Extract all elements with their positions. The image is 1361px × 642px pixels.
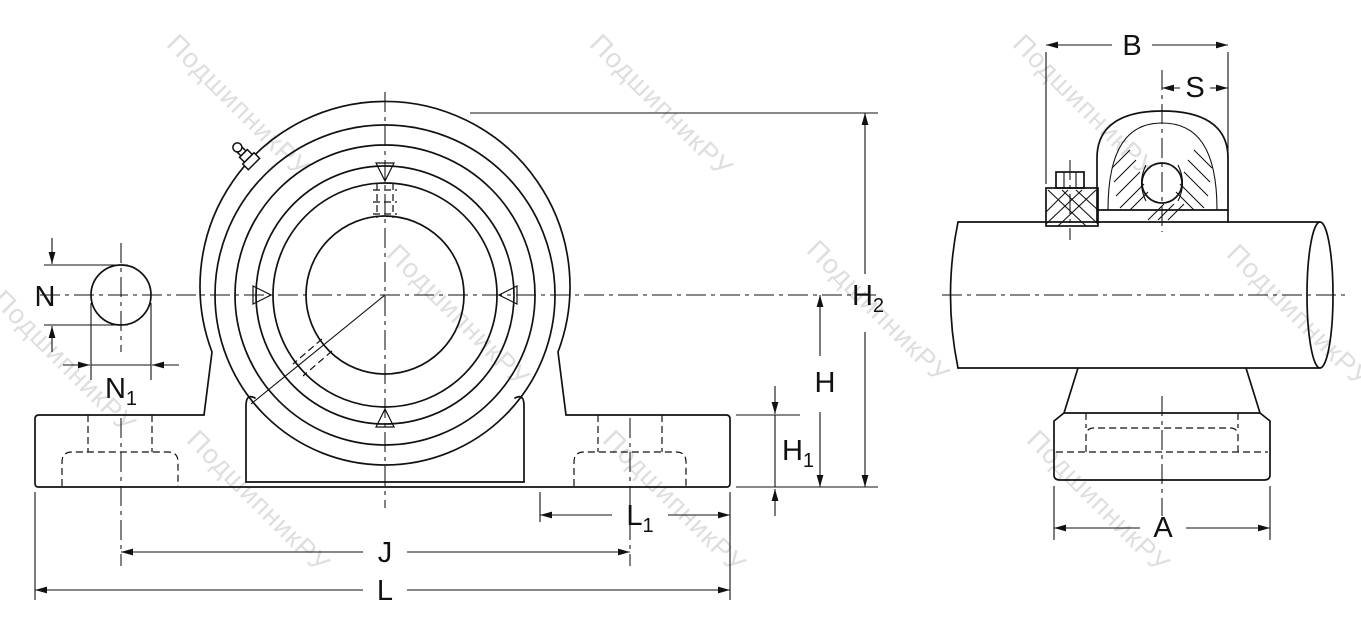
grease-nipple-icon [232,142,261,171]
dimension-H2: H2 [470,112,884,488]
housing-outline [34,100,731,488]
outer-ring-hatch-left [1111,149,1149,211]
dimension-N: N [35,238,128,352]
watermark-text: ПодшипникРУ [597,424,751,578]
watermark-text: ПодшипникРУ [1021,424,1175,578]
watermark-text: ПодшипникРУ [584,28,738,182]
label-B: B [1122,30,1141,62]
base-outline-side [1053,412,1271,481]
dimension-H1: H1 [736,386,814,516]
dimension-B: B [1045,30,1229,206]
cage-arc-right [1177,164,1184,202]
dimension-N1: N1 [63,303,179,410]
left-bolt-slot [61,415,179,486]
dimension-L1: L1 [539,492,730,537]
dimension-J: J [121,537,630,569]
watermark-text: ПодшипникРУ [161,28,315,182]
label-H2: H2 [852,280,884,317]
label-H: H [815,367,836,399]
pedestal-slant-left [1063,367,1079,414]
dimension-S: S [1162,72,1228,104]
lube-groove-marks [252,162,518,428]
watermark-text: ПодшипникРУ [181,424,335,578]
label-H1: H1 [782,435,814,472]
setscrew-hole-diagonal [250,294,386,405]
setscrew-hole-top [373,183,397,218]
label-N: N [35,281,56,313]
label-N1: N1 [105,373,137,410]
side-view [942,70,1348,516]
label-S: S [1185,72,1204,104]
inner-ring-hatch [1147,203,1185,221]
label-J: J [378,537,393,569]
pedestal-slant-right [1245,367,1261,414]
cage-arc-left [1140,164,1147,202]
front-view [34,92,878,566]
right-bolt-slot [573,415,687,486]
dimension-A: A [1053,486,1271,544]
label-L: L [377,575,393,607]
dimension-L: L [34,492,731,607]
base-hidden-lines [1056,413,1268,453]
dimension-H: H [815,295,836,487]
locking-collar [1045,160,1099,240]
label-L1: L1 [626,500,653,537]
label-A: A [1153,512,1173,544]
outer-ring-hatch-right [1175,149,1213,211]
watermark-text: ПодшипникРУ [1221,238,1361,392]
